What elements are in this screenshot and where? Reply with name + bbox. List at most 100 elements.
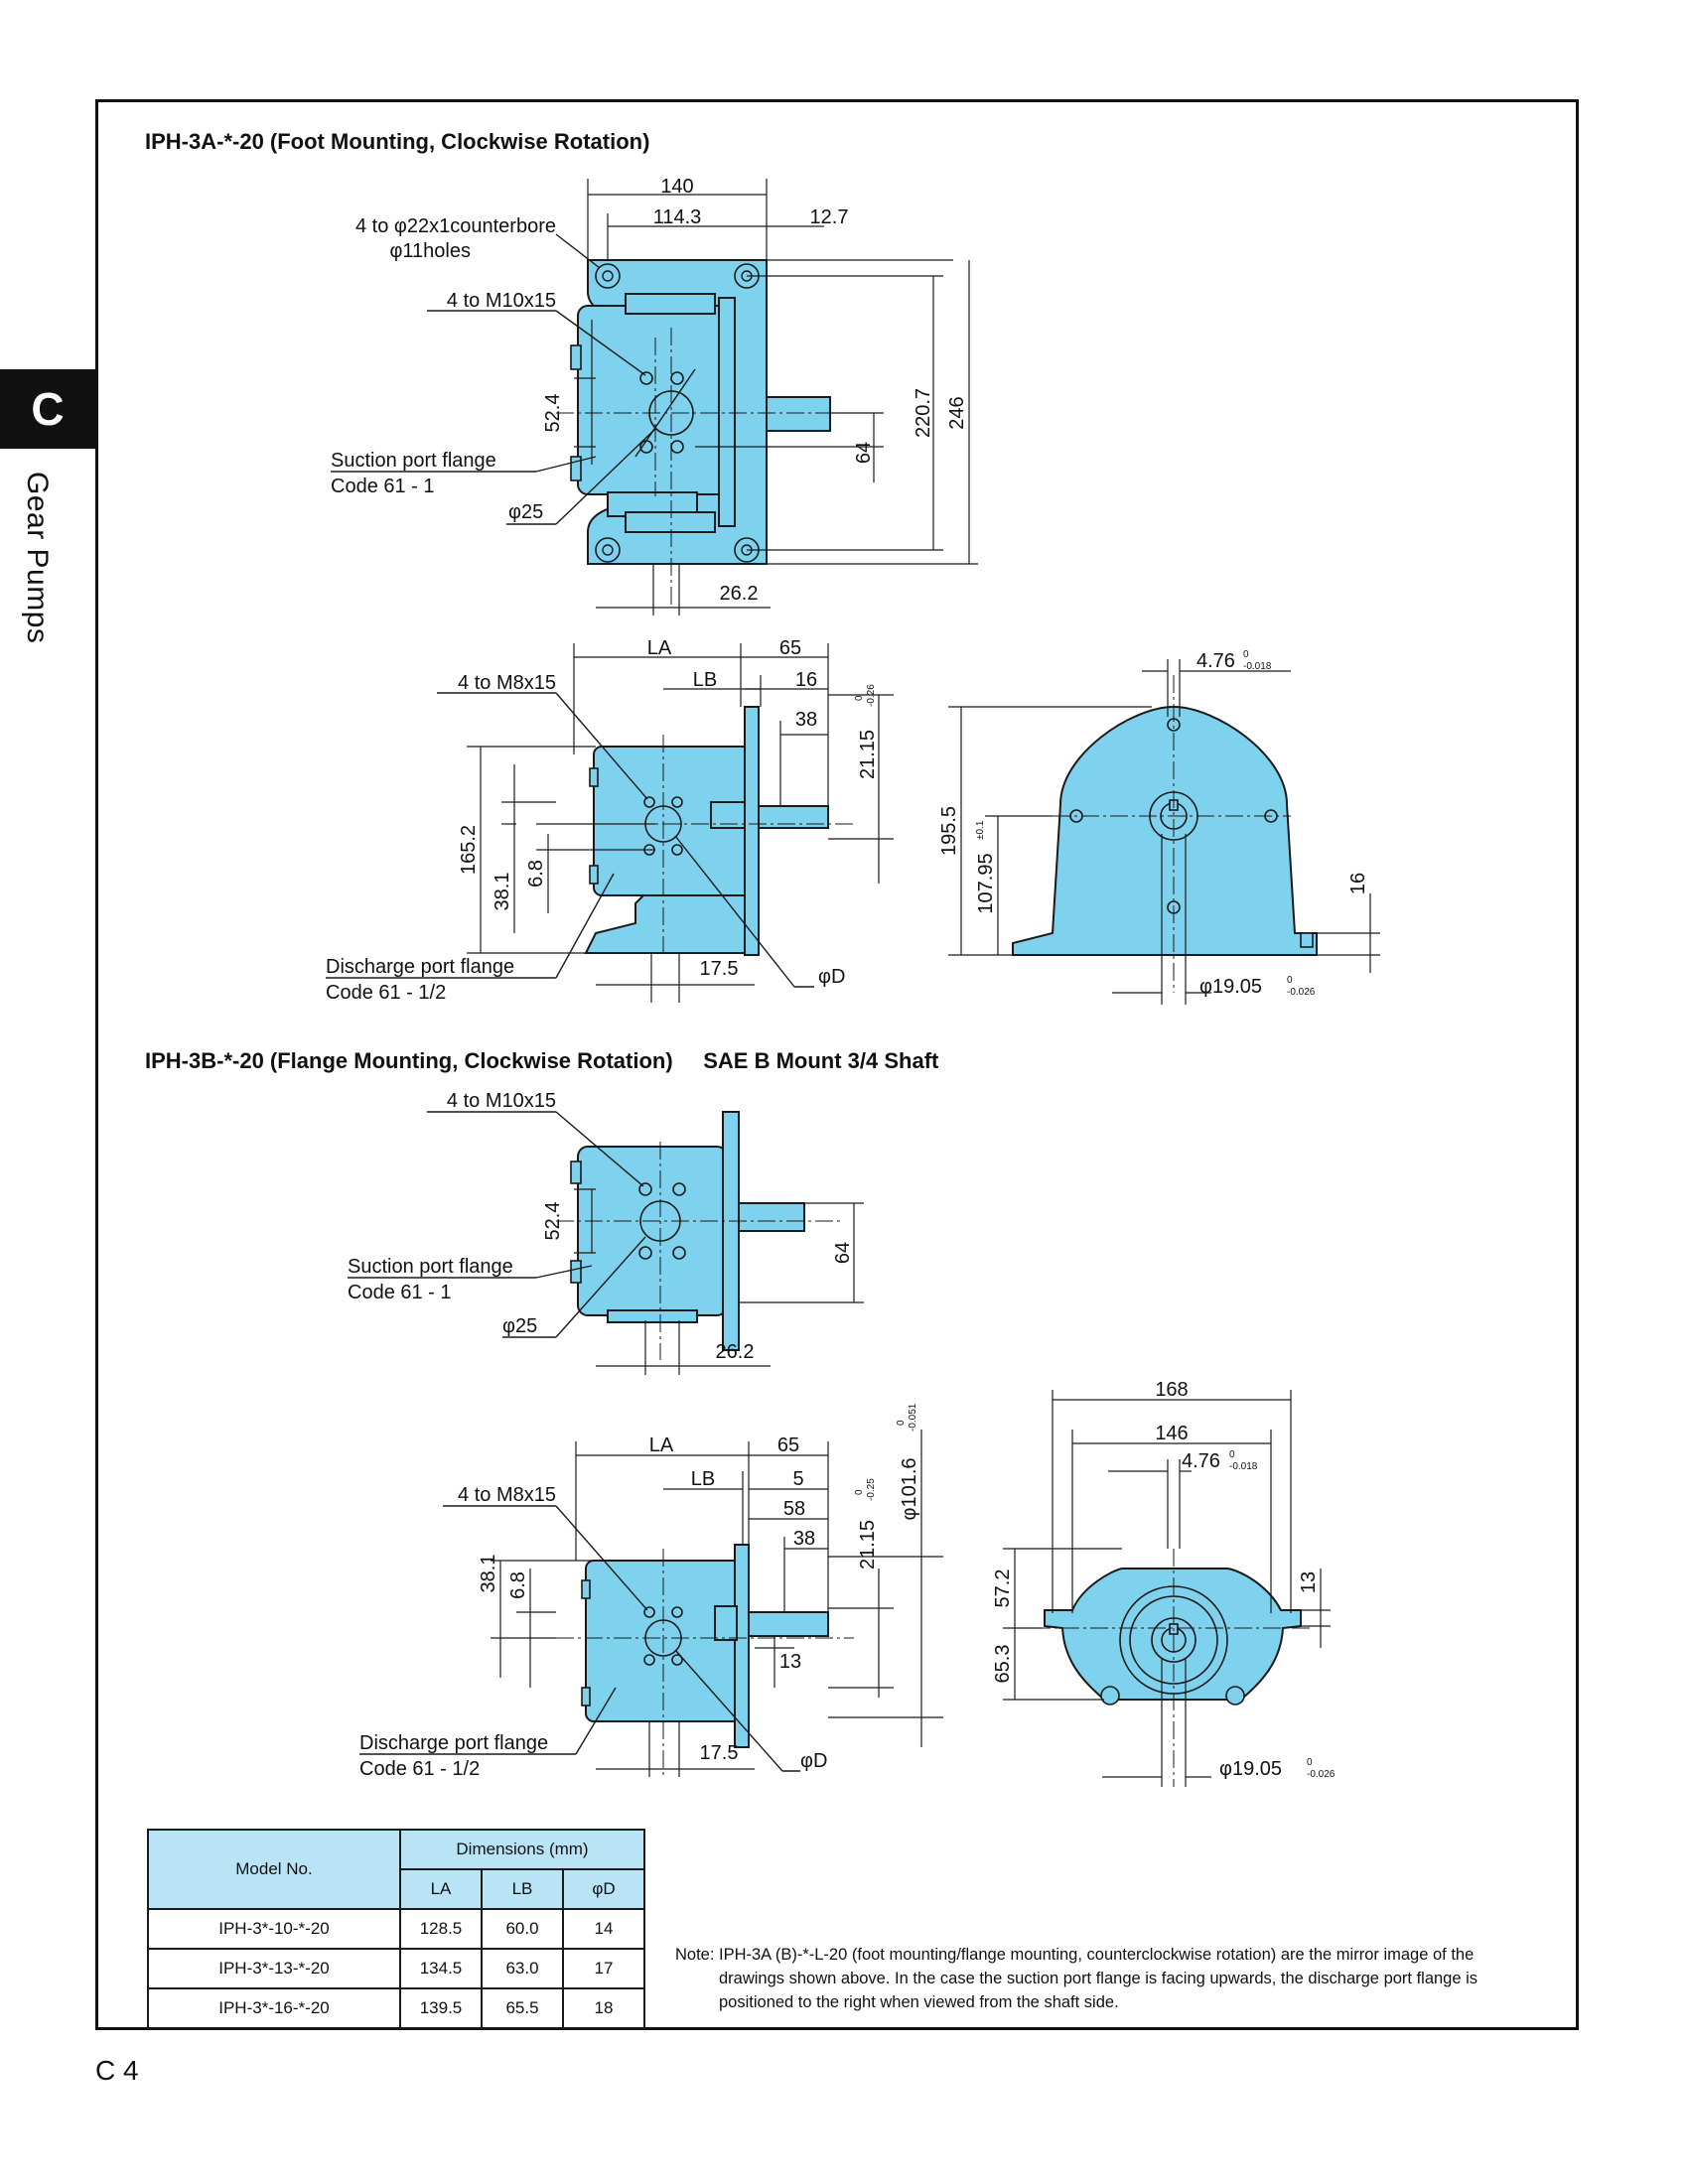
table-cell: 128.5 bbox=[399, 1908, 483, 1950]
dim-52-4-top: 52.4 bbox=[542, 394, 564, 433]
dim-38-top: 38 bbox=[795, 709, 817, 731]
label-discharge-2-top: Code 61 - 1/2 bbox=[326, 982, 446, 1004]
dim-65-3: 65.3 bbox=[992, 1645, 1014, 1684]
label-suction-2-bottom: Code 61 - 1 bbox=[348, 1282, 452, 1303]
table-cell: 18 bbox=[562, 1987, 645, 2029]
dim-220-7: 220.7 bbox=[913, 388, 934, 438]
dim-phi19-05-bottom: φ19.05 bbox=[1219, 1758, 1282, 1780]
table-cell: 134.5 bbox=[399, 1948, 483, 1989]
dim-101-6-tol-bot: -0.051 bbox=[908, 1403, 918, 1432]
label-suction-1-top: Suction port flange bbox=[331, 450, 496, 472]
label-phi25-top: φ25 bbox=[508, 501, 543, 523]
dim-58: 58 bbox=[783, 1498, 805, 1520]
dim-17-5-top: 17.5 bbox=[700, 958, 739, 980]
label-bolts-m10-top: 4 to M10x15 bbox=[447, 290, 556, 312]
foot-side-dimension-lines bbox=[467, 643, 894, 1003]
section-tab: C bbox=[0, 369, 95, 449]
dim-16-top: 16 bbox=[795, 669, 817, 691]
label-bolts-m10-bottom: 4 to M10x15 bbox=[447, 1090, 556, 1112]
label-counterbore-1: 4 to φ22x1counterbore bbox=[355, 215, 556, 237]
dim-38-1-top: 38.1 bbox=[492, 873, 513, 911]
dim-165-2: 165.2 bbox=[458, 825, 480, 875]
dim-52-4-bottom: 52.4 bbox=[542, 1202, 564, 1241]
label-bolts-m8-top: 4 to M8x15 bbox=[458, 672, 556, 694]
dim-6-8-bottom: 6.8 bbox=[507, 1571, 529, 1599]
dim-16-end: 16 bbox=[1347, 873, 1369, 894]
dim-5: 5 bbox=[792, 1468, 803, 1490]
dim-64-bottom: 64 bbox=[832, 1242, 854, 1264]
dim-phi19-05-top: φ19.05 bbox=[1199, 976, 1262, 998]
dim-LA-top: LA bbox=[647, 637, 672, 659]
dim-4-76-top: 4.76 bbox=[1196, 650, 1235, 672]
label-suction-1-bottom: Suction port flange bbox=[348, 1256, 513, 1278]
dim-21-15-top: 21.15 bbox=[857, 730, 879, 779]
table-cell: IPH-3*-10-*-20 bbox=[147, 1908, 401, 1950]
dim-246: 246 bbox=[946, 396, 968, 429]
foot-mount-end-view bbox=[1012, 675, 1318, 993]
foot-top-dimension-lines bbox=[574, 179, 978, 615]
note-text: IPH-3A (B)-*-L-20 (foot mounting/flange … bbox=[719, 1946, 1478, 2011]
dim-101-6-tol-top: 0 bbox=[896, 1420, 907, 1426]
dim-LB-top: LB bbox=[693, 669, 717, 691]
dim-146: 146 bbox=[1155, 1423, 1188, 1444]
flange-end-dimension-lines bbox=[1003, 1390, 1331, 1787]
flange-mount-end-view bbox=[1033, 1549, 1311, 1787]
dim-19-05-tol-bot-a: -0.026 bbox=[1287, 987, 1316, 998]
dim-4-76-bottom: 4.76 bbox=[1182, 1450, 1220, 1472]
page-number: C 4 bbox=[95, 2055, 139, 2086]
flange-mount-top-view bbox=[556, 1111, 844, 1360]
table-group-header: Dimensions (mm) bbox=[399, 1829, 645, 1870]
table-cell: IPH-3*-16-*-20 bbox=[147, 1987, 401, 2029]
label-phi25-bottom: φ25 bbox=[502, 1315, 537, 1337]
page-frame bbox=[95, 99, 1579, 2030]
flange-mount-side-view bbox=[556, 1544, 854, 1777]
dimensions-table: Model No. Dimensions (mm) LA LB φD IPH-3… bbox=[147, 1829, 645, 2029]
label-discharge-1-bottom: Discharge port flange bbox=[359, 1732, 548, 1754]
dim-phi101-6: φ101.6 bbox=[899, 1457, 920, 1520]
note-block: Note: IPH-3A (B)-*-L-20 (foot mounting/f… bbox=[675, 1943, 1509, 2014]
dim-4-76-tol-bot-a: -0.018 bbox=[1243, 661, 1272, 672]
table-col-header: φD bbox=[562, 1868, 645, 1910]
dim-21-15-tol-bot-b: -0.25 bbox=[866, 1478, 877, 1501]
table-cell: 63.0 bbox=[481, 1948, 564, 1989]
table-cell: 17 bbox=[562, 1948, 645, 1989]
dim-21-15-tol-bot: -0.26 bbox=[866, 684, 877, 707]
label-phiD-bottom: φD bbox=[800, 1750, 827, 1772]
table-cell: IPH-3*-13-*-20 bbox=[147, 1948, 401, 1989]
dim-LB-bottom: LB bbox=[691, 1468, 715, 1490]
table-cell: 65.5 bbox=[481, 1987, 564, 2029]
dim-19-05-tol-bot-b: -0.026 bbox=[1307, 1769, 1336, 1780]
label-suction-2-top: Code 61 - 1 bbox=[331, 476, 435, 497]
section-side-label: Gear Pumps bbox=[21, 472, 54, 644]
dim-64-top: 64 bbox=[853, 442, 875, 464]
table-col-header: LB bbox=[481, 1868, 564, 1910]
dim-19-05-tol-top-a: 0 bbox=[1287, 975, 1293, 986]
dim-12-7: 12.7 bbox=[810, 206, 849, 228]
table-row: IPH-3*-13-*-20 134.5 63.0 17 bbox=[147, 1948, 645, 1989]
leader-counterbore bbox=[555, 233, 601, 269]
dim-6-8-top: 6.8 bbox=[525, 860, 547, 887]
dim-57-2: 57.2 bbox=[992, 1570, 1014, 1608]
flange-top-dimension-lines bbox=[574, 1188, 864, 1375]
note-label: Note: bbox=[675, 1946, 715, 1964]
table-cell: 60.0 bbox=[481, 1908, 564, 1950]
dim-38-1-bottom: 38.1 bbox=[478, 1555, 499, 1593]
dim-13-side: 13 bbox=[779, 1651, 801, 1673]
table-row: IPH-3*-16-*-20 139.5 65.5 18 bbox=[147, 1987, 645, 2029]
dim-26-2-top: 26.2 bbox=[720, 583, 759, 605]
foot-mount-side-view bbox=[576, 706, 854, 956]
dim-38-bottom: 38 bbox=[793, 1528, 815, 1550]
table-cell: 139.5 bbox=[399, 1987, 483, 2029]
dim-65-bottom: 65 bbox=[777, 1434, 799, 1456]
dim-140: 140 bbox=[660, 176, 693, 198]
foot-end-dimension-lines bbox=[948, 659, 1380, 1005]
label-discharge-1-top: Discharge port flange bbox=[326, 956, 514, 978]
dim-LA-bottom: LA bbox=[649, 1434, 674, 1456]
dim-168: 168 bbox=[1155, 1379, 1188, 1401]
dim-17-5-bottom: 17.5 bbox=[700, 1742, 739, 1764]
table-model-header: Model No. bbox=[147, 1829, 401, 1910]
dim-107-95-tol: ±0.1 bbox=[975, 820, 986, 840]
dim-4-76-tol-top-a: 0 bbox=[1243, 649, 1249, 660]
dim-21-15-tol-top-b: 0 bbox=[854, 1489, 865, 1495]
